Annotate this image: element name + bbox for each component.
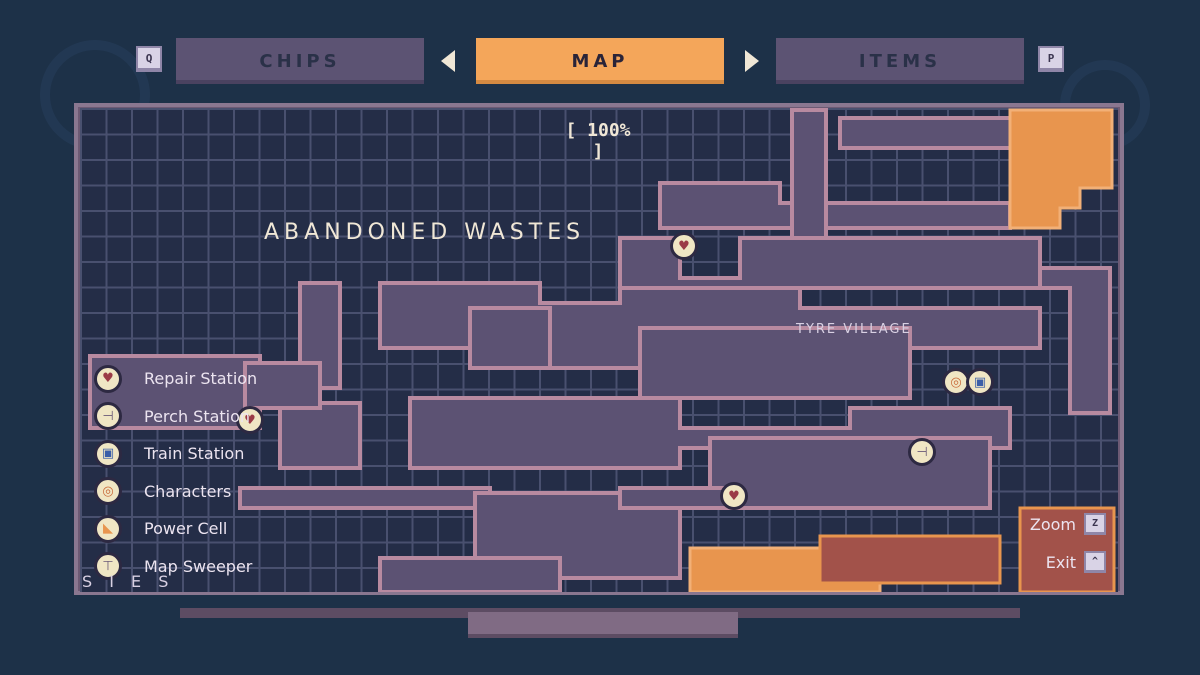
heart-icon: ♥	[678, 238, 690, 254]
repair-station-marker[interactable]: ♥	[236, 406, 264, 434]
legend-item-perch-station: ⊣ Perch Station	[94, 398, 257, 436]
legend-item-train-station: ▣ Train Station	[94, 435, 257, 473]
map-room	[838, 116, 1022, 150]
map-room	[238, 486, 492, 510]
arrow-right-icon[interactable]	[745, 50, 759, 72]
map-room	[408, 396, 1012, 470]
bottom-frame-tab	[468, 612, 738, 638]
legend-item-map-sweeper: ⊤ Map Sweeper	[94, 548, 257, 586]
map-room	[378, 556, 562, 592]
zoom-label: Zoom	[1029, 514, 1076, 534]
zoom-key[interactable]: Z	[1084, 513, 1106, 535]
heart-icon: ♥	[728, 488, 740, 504]
prev-tab-key[interactable]: Q	[136, 46, 162, 72]
legend-label: Power Cell	[144, 519, 228, 539]
heart-icon: ♥	[244, 412, 256, 428]
map-room	[278, 401, 362, 470]
cut-off-area-label: S I E S	[82, 572, 175, 591]
character-icon: ◎	[950, 374, 962, 390]
map-room	[708, 436, 992, 510]
unexplored-region	[818, 534, 1002, 585]
legend-item-repair-station: ♥ Repair Station	[94, 360, 257, 398]
train-icon: ▣	[973, 374, 987, 390]
map-view[interactable]: [ 100% ] ABANDONED WASTES TYRE VILLAGE ♥…	[80, 108, 1118, 592]
exit-control[interactable]: Exit ^	[1046, 551, 1106, 573]
tab-chips[interactable]: CHIPS	[176, 38, 424, 84]
tab-items[interactable]: ITEMS	[776, 38, 1024, 84]
legend-label: Characters	[144, 481, 232, 501]
zoom-control[interactable]: Zoom Z	[1030, 513, 1106, 535]
perch-station-marker[interactable]: ⊣	[908, 438, 936, 466]
legend-item-characters: ◎ Characters	[94, 473, 257, 511]
arrow-left-icon[interactable]	[441, 50, 455, 72]
exit-key[interactable]: ^	[1084, 551, 1106, 573]
unexplored-region	[1008, 108, 1114, 230]
next-tab-key[interactable]: P	[1038, 46, 1064, 72]
map-legend: ♥ Repair Station ⊣ Perch Station ▣ Train…	[94, 360, 257, 585]
repair-station-marker[interactable]: ♥	[670, 232, 698, 260]
area-title: ABANDONED WASTES	[264, 220, 586, 245]
train-station-marker[interactable]: ▣	[966, 368, 994, 396]
heart-icon: ♥	[94, 364, 122, 393]
map-room	[243, 361, 322, 410]
legend-label: Map Sweeper	[144, 556, 253, 576]
perch-icon: ⊣	[94, 402, 122, 431]
power-cell-icon: ◣	[94, 514, 122, 543]
map-room	[638, 326, 912, 400]
perch-icon: ⊣	[916, 444, 928, 460]
legend-label: Perch Station	[144, 406, 251, 426]
legend-label: Train Station	[144, 444, 245, 464]
train-icon: ▣	[94, 439, 122, 468]
character-icon: ◎	[94, 477, 122, 506]
repair-station-marker[interactable]: ♥	[720, 482, 748, 510]
map-room	[1038, 266, 1112, 415]
zoom-level: [ 100% ]	[565, 120, 631, 162]
sub-area-label: TYRE VILLAGE	[796, 322, 912, 337]
legend-item-power-cell: ◣ Power Cell	[94, 510, 257, 548]
legend-label: Repair Station	[144, 369, 258, 389]
menu-tab-bar: Q CHIPS MAP ITEMS P	[0, 36, 1200, 86]
exit-label: Exit	[1045, 552, 1076, 572]
map-room	[468, 306, 552, 370]
map-sweeper-icon: ⊤	[94, 552, 122, 581]
map-room	[658, 181, 1012, 230]
tab-map[interactable]: MAP	[476, 38, 724, 84]
